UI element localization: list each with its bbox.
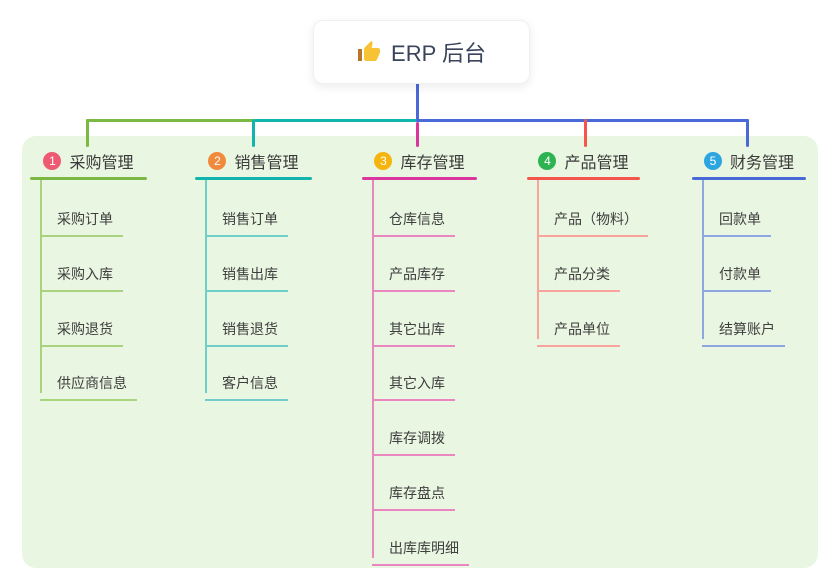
- branch-inventory-spine: [372, 180, 374, 558]
- drop-line-sales: [252, 119, 255, 147]
- node-purchase-inbound[interactable]: 采购入库: [40, 250, 123, 292]
- node-product-stock[interactable]: 产品库存: [372, 250, 455, 292]
- node-stock-count[interactable]: 库存盘点: [372, 469, 455, 511]
- badge-2: 2: [208, 152, 227, 170]
- node-settlement-account[interactable]: 结算账户: [702, 305, 785, 347]
- branch-inventory-label: 库存管理: [400, 155, 465, 172]
- branch-product-underline: [527, 177, 640, 180]
- branch-product-spine: [537, 180, 539, 339]
- branch-finance-spine: [702, 180, 704, 339]
- node-sales-order[interactable]: 销售订单: [205, 195, 288, 237]
- root-stem-line: [416, 82, 419, 122]
- badge-5: 5: [703, 152, 722, 170]
- node-receipt-bill[interactable]: 回款单: [702, 195, 771, 237]
- branch-product-label: 产品管理: [564, 155, 629, 172]
- drop-line-purchase: [86, 119, 89, 147]
- bus-segment-right: [416, 119, 749, 122]
- root-node[interactable]: ERP 后台: [313, 20, 530, 84]
- node-purchase-return[interactable]: 采购退货: [40, 305, 123, 347]
- branch-sales-spine: [205, 180, 207, 393]
- branch-inventory-header[interactable]: 3 库存管理: [362, 148, 477, 174]
- node-stock-transfer[interactable]: 库存调拨: [372, 414, 455, 456]
- branch-finance-underline: [692, 177, 806, 180]
- badge-1: 1: [43, 152, 62, 170]
- node-payment-bill[interactable]: 付款单: [702, 250, 771, 292]
- branch-sales-underline: [195, 177, 312, 180]
- node-product-category[interactable]: 产品分类: [537, 250, 620, 292]
- thumbs-up-icon: [358, 41, 381, 61]
- drop-line-finance: [746, 119, 749, 147]
- node-warehouse-info[interactable]: 仓库信息: [372, 195, 455, 237]
- branch-sales-header[interactable]: 2 销售管理: [195, 148, 312, 174]
- branch-purchase-label: 采购管理: [69, 155, 134, 172]
- branch-inventory-underline: [362, 177, 477, 180]
- node-sales-return[interactable]: 销售退货: [205, 305, 288, 347]
- branch-purchase-spine: [40, 180, 42, 393]
- node-sales-outbound[interactable]: 销售出库: [205, 250, 288, 292]
- bus-segment-purchase: [86, 119, 254, 122]
- node-outbound-detail[interactable]: 出库库明细: [372, 524, 469, 566]
- drop-line-inventory: [416, 122, 419, 147]
- node-purchase-order[interactable]: 采购订单: [40, 195, 123, 237]
- branch-finance-header[interactable]: 5 财务管理: [692, 148, 806, 174]
- drop-line-product: [584, 119, 587, 147]
- branches-panel: [22, 136, 818, 568]
- branch-sales-label: 销售管理: [234, 155, 299, 172]
- badge-3: 3: [374, 152, 393, 170]
- node-product-unit[interactable]: 产品单位: [537, 305, 620, 347]
- branch-purchase-header[interactable]: 1 采购管理: [30, 148, 147, 174]
- root-title: ERP 后台: [391, 41, 486, 66]
- badge-4: 4: [538, 152, 557, 170]
- node-customer-info[interactable]: 客户信息: [205, 359, 288, 401]
- branch-finance-label: 财务管理: [729, 155, 794, 172]
- node-supplier-info[interactable]: 供应商信息: [40, 359, 137, 401]
- node-other-inbound[interactable]: 其它入库: [372, 359, 455, 401]
- node-other-outbound[interactable]: 其它出库: [372, 305, 455, 347]
- branch-purchase-underline: [30, 177, 147, 180]
- bus-segment-sales: [254, 119, 417, 122]
- branch-product-header[interactable]: 4 产品管理: [527, 148, 640, 174]
- node-product-material[interactable]: 产品（物料）: [537, 195, 648, 237]
